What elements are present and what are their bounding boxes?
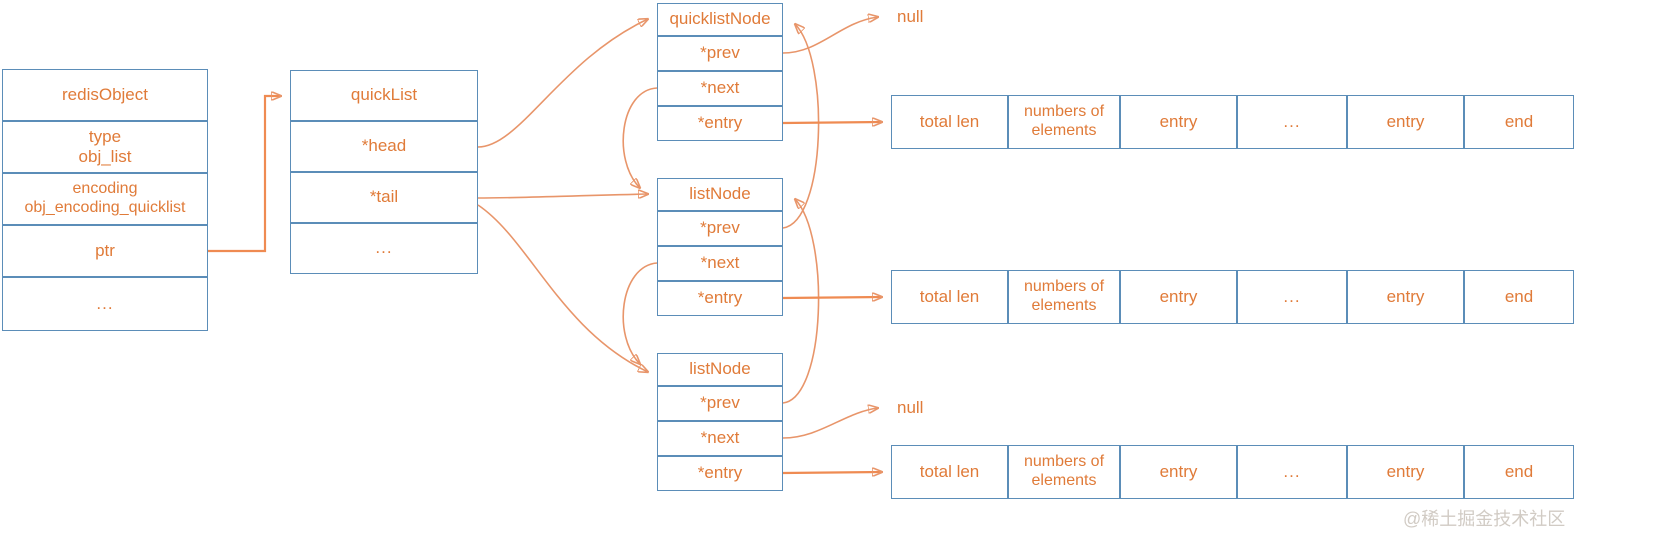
link-tail-to-node2: [477, 194, 648, 199]
ziplist-2-cell-numbers-of-elements: numbers of elements: [1008, 270, 1120, 324]
watermark: @稀土掘金技术社区: [1403, 509, 1566, 529]
list-node-3-row-title: listNode: [657, 353, 783, 386]
link-node3-next-to-null: [782, 408, 878, 439]
link-node3-entry-to-ziplist3: [782, 472, 882, 473]
list-node-3-row-entry: *entry: [657, 456, 783, 491]
ziplist-1-cell-ellipsis: ...: [1237, 95, 1347, 149]
quicklist-node-1-row-next: *next: [657, 71, 783, 106]
ziplist-3-cell-ellipsis: ...: [1237, 445, 1347, 499]
list-node-3-row-next: *next: [657, 421, 783, 456]
link-node2-entry-to-ziplist2: [782, 297, 882, 298]
ziplist-3-cell-entry-last: entry: [1347, 445, 1464, 499]
link-node1-entry-to-ziplist1: [782, 122, 882, 123]
null-label-bottom: null: [897, 398, 924, 417]
list-node-2-row-title: listNode: [657, 178, 783, 211]
link-node1-prev-to-null: [782, 17, 878, 54]
ziplist-2-cell-ellipsis: ...: [1237, 270, 1347, 324]
ziplist-1-cell-entry-first: entry: [1120, 95, 1237, 149]
quicklist-node-1-row-prev: *prev: [657, 36, 783, 71]
null-label-top: null: [897, 7, 924, 26]
list-node-2-row-next: *next: [657, 246, 783, 281]
quicklist-row-tail: *tail: [290, 172, 478, 223]
link-node2-prev-to-node1: [782, 24, 820, 229]
ziplist-2-cell-end: end: [1464, 270, 1574, 324]
quicklist-row-title: quickList: [290, 70, 478, 121]
redis-object-row-type: type obj_list: [2, 121, 208, 173]
link-node3-prev-to-node2: [782, 199, 820, 404]
redis-object-row-title: redisObject: [2, 69, 208, 121]
ziplist-3-cell-end: end: [1464, 445, 1574, 499]
list-node-2-row-entry: *entry: [657, 281, 783, 316]
ziplist-3-cell-total-len: total len: [891, 445, 1008, 499]
link-ptr-to-quicklist: [208, 96, 281, 253]
redis-object-row-encoding: encoding obj_encoding_quicklist: [2, 173, 208, 225]
link-node1-next-to-node2: [622, 87, 658, 188]
redis-object-row-ptr: ptr: [2, 225, 208, 277]
ziplist-1-cell-entry-last: entry: [1347, 95, 1464, 149]
ziplist-3-cell-numbers-of-elements: numbers of elements: [1008, 445, 1120, 499]
quicklist-node-1-row-title: quicklistNode: [657, 3, 783, 36]
ziplist-1-cell-end: end: [1464, 95, 1574, 149]
ziplist-2-cell-entry-first: entry: [1120, 270, 1237, 324]
ziplist-3-cell-entry-first: entry: [1120, 445, 1237, 499]
quicklist-row-ellipsis: ...: [290, 223, 478, 274]
quicklist-node-1-row-entry: *entry: [657, 106, 783, 141]
list-node-3-row-prev: *prev: [657, 386, 783, 421]
ziplist-2-cell-total-len: total len: [891, 270, 1008, 324]
list-node-2-row-prev: *prev: [657, 211, 783, 246]
ziplist-1-cell-numbers-of-elements: numbers of elements: [1008, 95, 1120, 149]
link-tail-to-node3: [477, 204, 648, 372]
ziplist-1-cell-total-len: total len: [891, 95, 1008, 149]
link-node2-next-to-node3: [622, 262, 658, 364]
link-head-to-node1: [477, 19, 648, 148]
quicklist-row-head: *head: [290, 121, 478, 172]
redis-object-row-ellipsis: ...: [2, 277, 208, 331]
ziplist-2-cell-entry-last: entry: [1347, 270, 1464, 324]
